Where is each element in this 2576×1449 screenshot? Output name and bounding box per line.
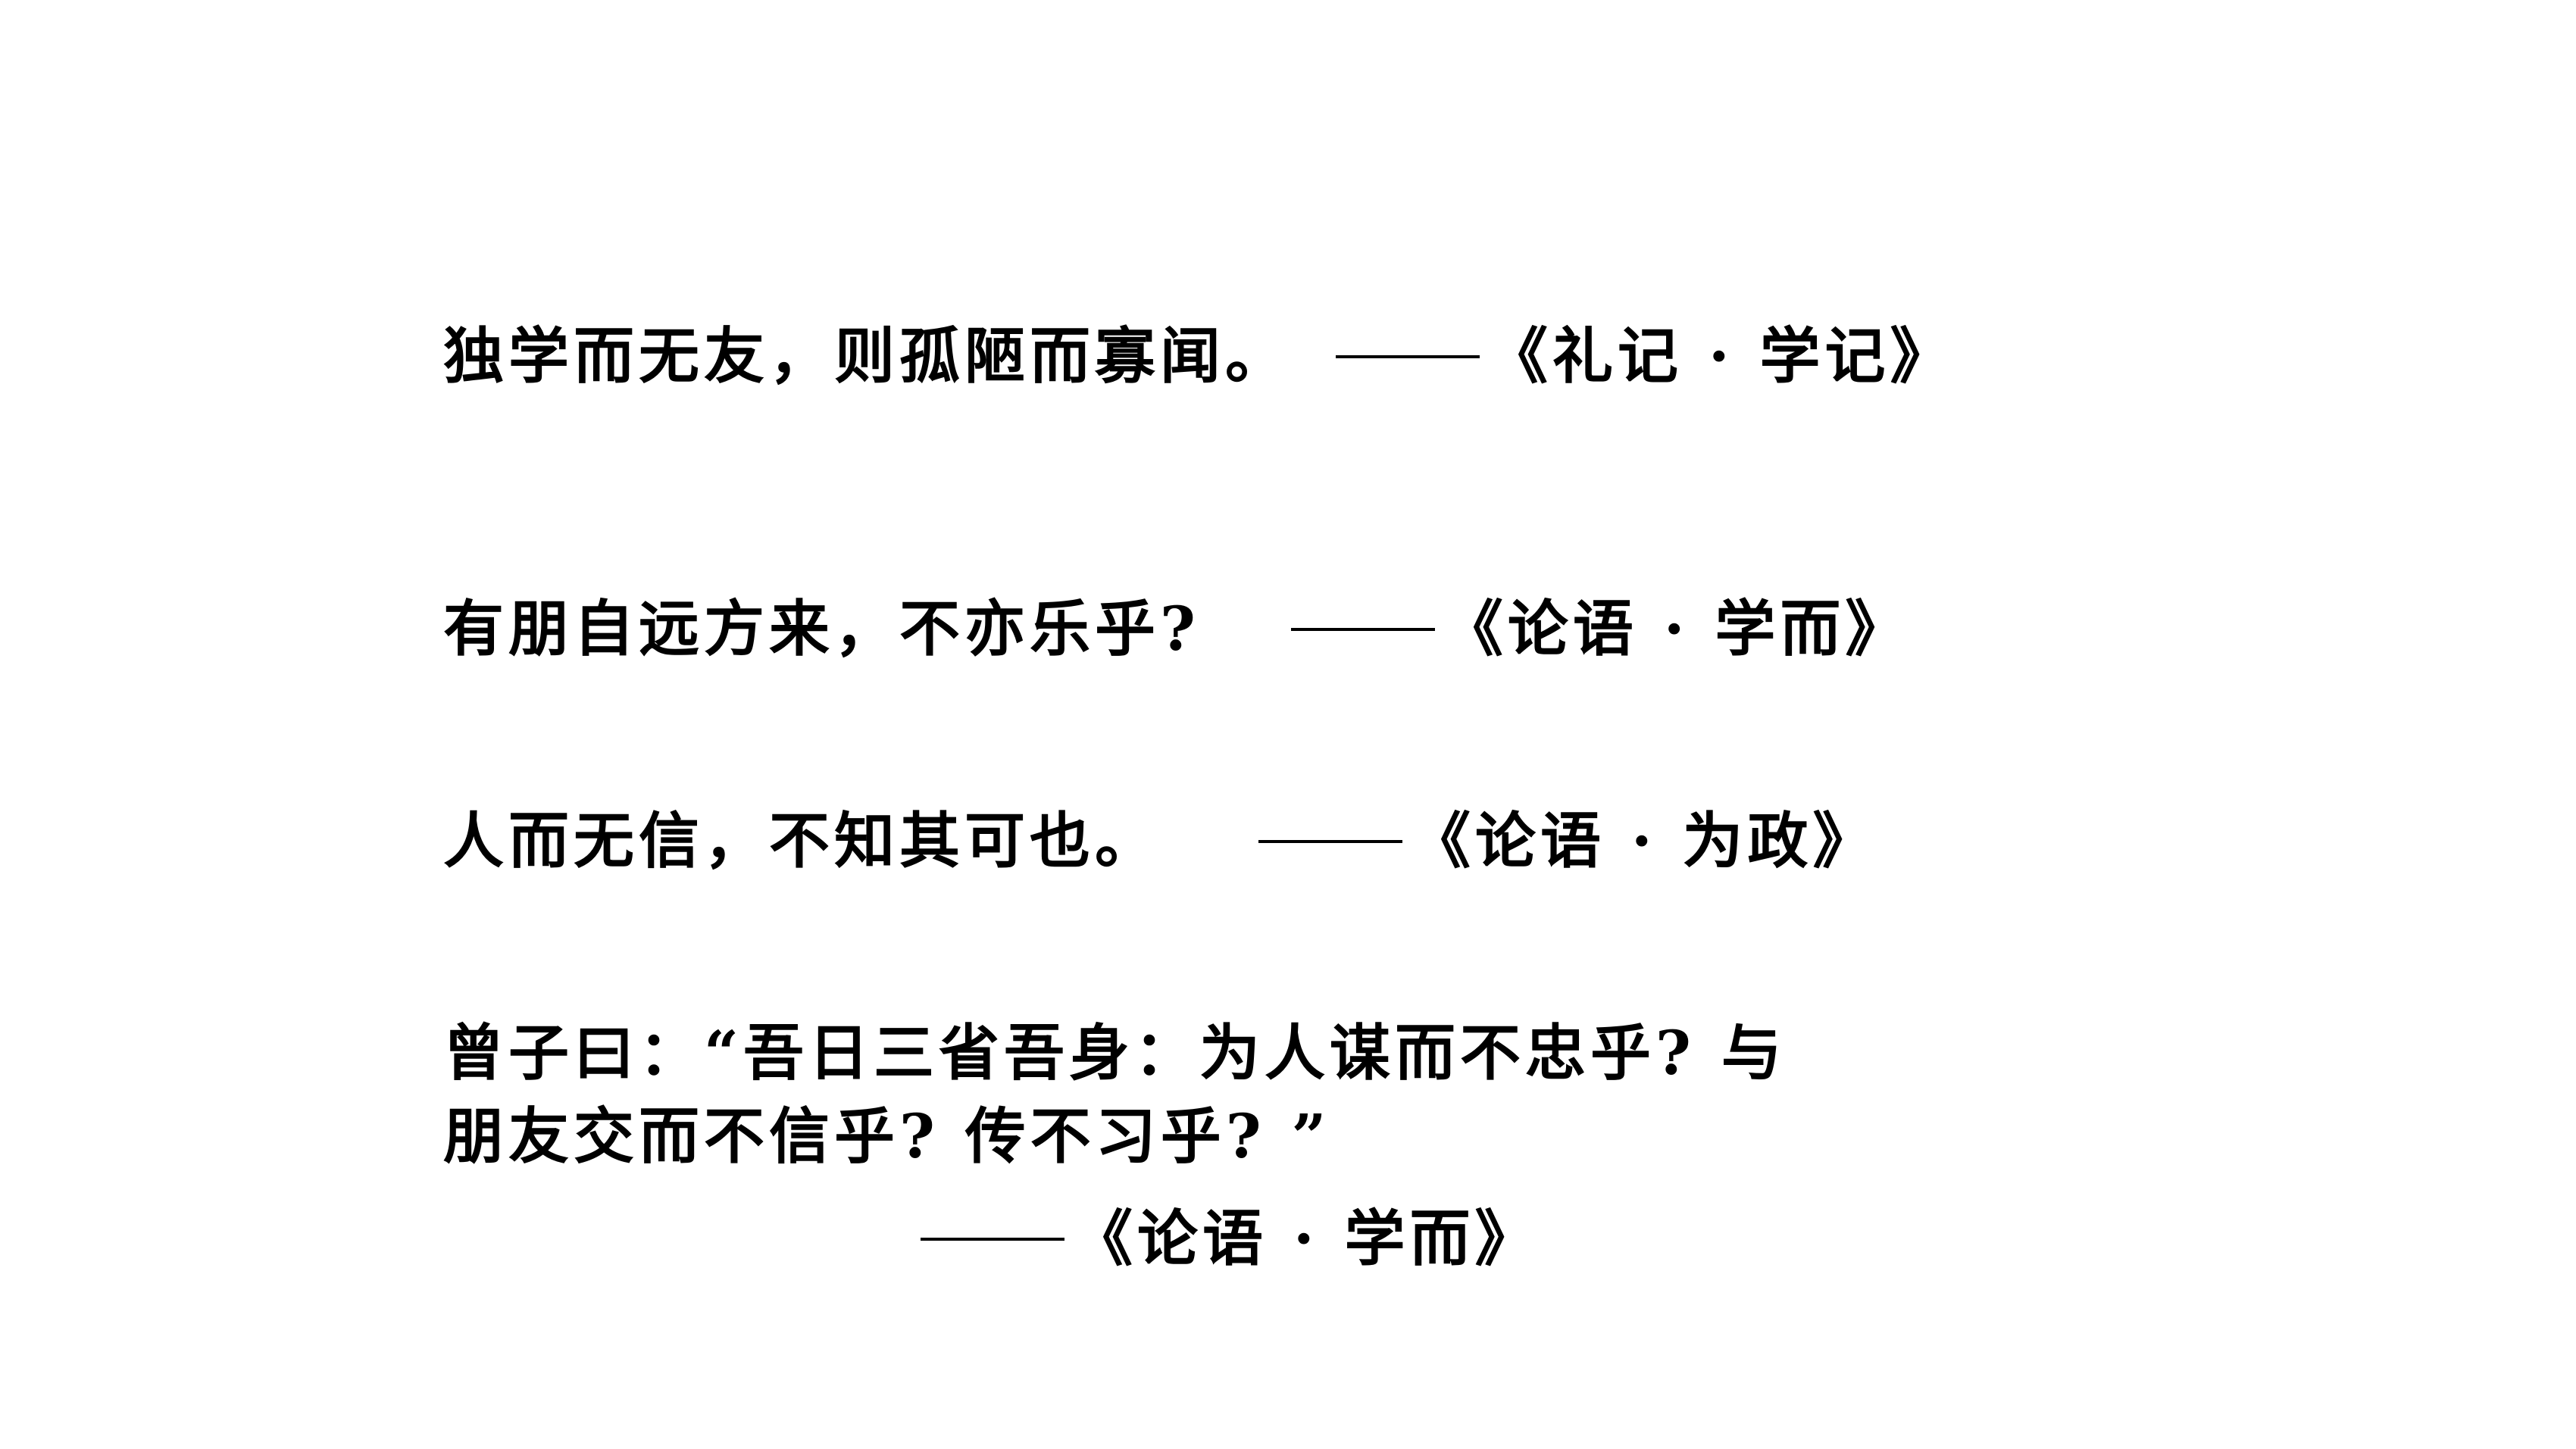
quote-1-source: 《礼记 · 学记》 bbox=[1336, 326, 1955, 386]
dash-divider bbox=[1336, 355, 1480, 359]
quote-4-source-wrap: 《论语 · 学而》 bbox=[921, 1208, 1540, 1269]
quote-4-line-2: 朋友交而不信乎? 传不习乎? ” bbox=[443, 1106, 1330, 1166]
dash-divider bbox=[1290, 628, 1435, 632]
quote-2-source: 《论语 · 学而》 bbox=[1290, 598, 1911, 659]
quote-1-text: 独学而无友，则孤陋而寡闻。 bbox=[443, 320, 1290, 392]
quote-3-source: 《论语 · 为政》 bbox=[1258, 810, 1878, 871]
quote-2: 有朋自远方来，不亦乐乎?《论语 · 学而》 bbox=[443, 598, 1910, 659]
quote-4-source: 《论语 · 学而》 bbox=[921, 1208, 1540, 1269]
quote-1: 独学而无友，则孤陋而寡闻。《礼记 · 学记》 bbox=[443, 326, 1955, 386]
quote-4-source-title: 《论语 · 学而》 bbox=[1072, 1203, 1540, 1274]
quote-2-source-title: 《论语 · 学而》 bbox=[1442, 593, 1911, 664]
quote-2-text: 有朋自远方来，不亦乐乎? bbox=[443, 593, 1200, 664]
quote-3-source-title: 《论语 · 为政》 bbox=[1410, 805, 1878, 876]
dash-divider bbox=[921, 1238, 1064, 1241]
quote-1-source-title: 《礼记 · 学记》 bbox=[1487, 320, 1955, 392]
quote-4-text-line-2: 朋友交而不信乎? 传不习乎? ” bbox=[443, 1101, 1331, 1172]
quote-3: 人而无信，不知其可也。《论语 · 为政》 bbox=[443, 810, 1878, 871]
quote-4-line-1: 曾子曰：“吾日三省吾身：为人谋而不忠乎? 与 bbox=[443, 1023, 1787, 1083]
quote-3-text: 人而无信，不知其可也。 bbox=[443, 805, 1160, 876]
dash-divider bbox=[1258, 840, 1402, 844]
quote-4-text-line-1: 曾子曰：“吾日三省吾身：为人谋而不忠乎? 与 bbox=[443, 1017, 1787, 1088]
